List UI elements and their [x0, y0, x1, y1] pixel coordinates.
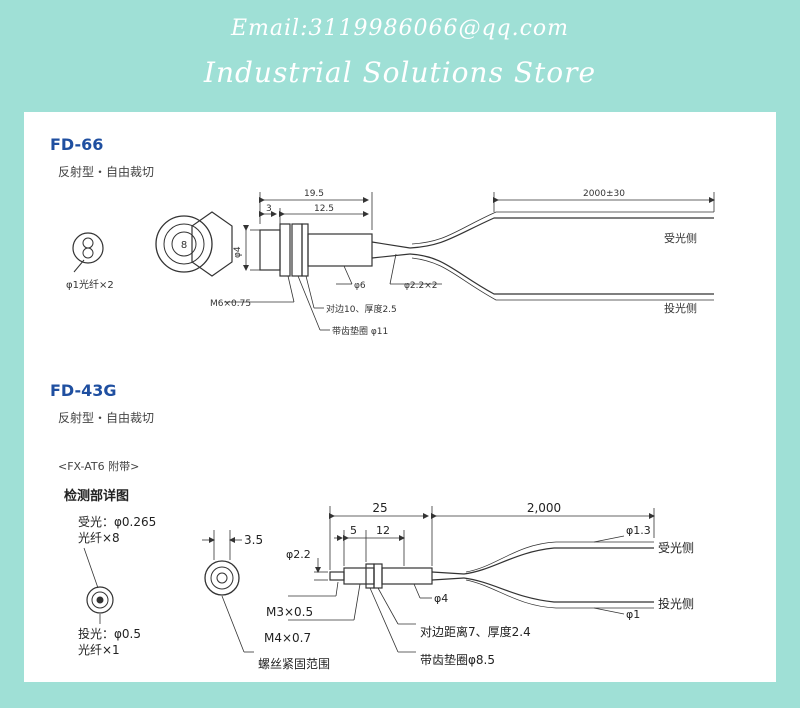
fd66-dim-cable-dia: φ2.2×2	[404, 281, 438, 291]
fd66-dim-thread: 12.5	[314, 204, 334, 214]
fd43g-side-view	[329, 541, 654, 609]
fd43g-head-front-view	[202, 530, 254, 653]
fd43g-dim-d4: φ4	[434, 592, 448, 605]
fd66-dim-dia: φ4	[233, 246, 243, 258]
fd43g-dim-total: 25	[372, 501, 387, 515]
fd66-dim-tube: φ6	[354, 281, 366, 291]
dimension-drawing: FD-66 反射型・自由裁切 φ1光纤×2 8	[50, 135, 715, 671]
fd43g-receive-side-label: 受光侧	[658, 541, 694, 555]
fd43g-accessory-label: <FX-AT6 附带>	[58, 459, 139, 473]
fd66-fiber-label: φ1光纤×2	[66, 278, 114, 291]
fd66-dim-thread-spec: M6×0.75	[210, 299, 251, 309]
fd66-dimension-lines	[224, 192, 715, 331]
fd43g-dim-d22: φ2.2	[286, 548, 311, 561]
header-email: Email:3119986066@qq.com	[230, 16, 570, 41]
fd66-emit-side-label: 投光侧	[664, 301, 697, 315]
fd43g-dimension-lines	[288, 506, 655, 653]
fd43g-receive-fiber: 光纤×8	[78, 531, 120, 545]
fd43g-dim-screw-range: 螺丝紧固范围	[258, 657, 330, 671]
fd66-section: FD-66 反射型・自由裁切 φ1光纤×2 8	[50, 135, 715, 337]
fd43g-dim-12: 12	[376, 524, 390, 537]
fd43g-dim-m3: M3×0.5	[266, 605, 313, 619]
fd43g-dim-cable: 2,000	[527, 501, 561, 515]
fd66-dim-total: 19.5	[304, 189, 324, 199]
fd66-head-end-view: 8	[155, 211, 233, 277]
fd43g-dim-washer: 带齿垫圈φ8.5	[420, 652, 495, 667]
fd66-dim-washer: 带齿垫圈 φ11	[332, 325, 388, 337]
fd43g-emit-fiber: 光纤×1	[78, 643, 120, 657]
fd43g-dim-d1: φ1	[626, 608, 640, 621]
fd43g-receive-spec: 受光：φ0.265	[78, 515, 156, 529]
fd66-side-view	[259, 211, 714, 301]
fd43g-dim-d13: φ1.3	[626, 524, 651, 537]
fd66-dim-left: 3	[266, 204, 272, 214]
fd43g-section: FD-43G 反射型・自由裁切 <FX-AT6 附带> 检测部详图 受光：φ0.…	[50, 381, 694, 671]
fd66-type-label: 反射型・自由裁切	[58, 164, 154, 179]
fd43g-emit-spec: 投光：φ0.5	[78, 626, 141, 641]
fd43g-type-label: 反射型・自由裁切	[58, 410, 154, 425]
fd66-receive-side-label: 受光侧	[664, 231, 697, 245]
fd43g-emit-side-label: 投光侧	[658, 596, 694, 611]
fd66-head-mark: 8	[181, 240, 187, 251]
fd66-dim-cable: 2000±30	[583, 189, 625, 199]
fd43g-dim-m4: M4×0.7	[264, 631, 311, 645]
fd43g-detail-end-view	[83, 547, 114, 624]
fd66-model-title: FD-66	[50, 135, 103, 154]
fd43g-dim-5: 5	[350, 524, 357, 537]
header-store-name: Industrial Solutions Store	[203, 56, 597, 89]
drawing-sheet: FD-66 反射型・自由裁切 φ1光纤×2 8	[24, 112, 776, 682]
fd43g-dim-nut: 对边距离7、厚度2.4	[420, 624, 531, 639]
fd43g-detail-title: 检测部详图	[64, 488, 129, 504]
fd66-dim-nut: 对边10、厚度2.5	[326, 303, 397, 315]
fd66-fiber-end-view: φ1光纤×2	[66, 232, 114, 291]
fd43g-dim-head-len: 3.5	[244, 533, 263, 547]
fd43g-model-title: FD-43G	[50, 381, 117, 400]
